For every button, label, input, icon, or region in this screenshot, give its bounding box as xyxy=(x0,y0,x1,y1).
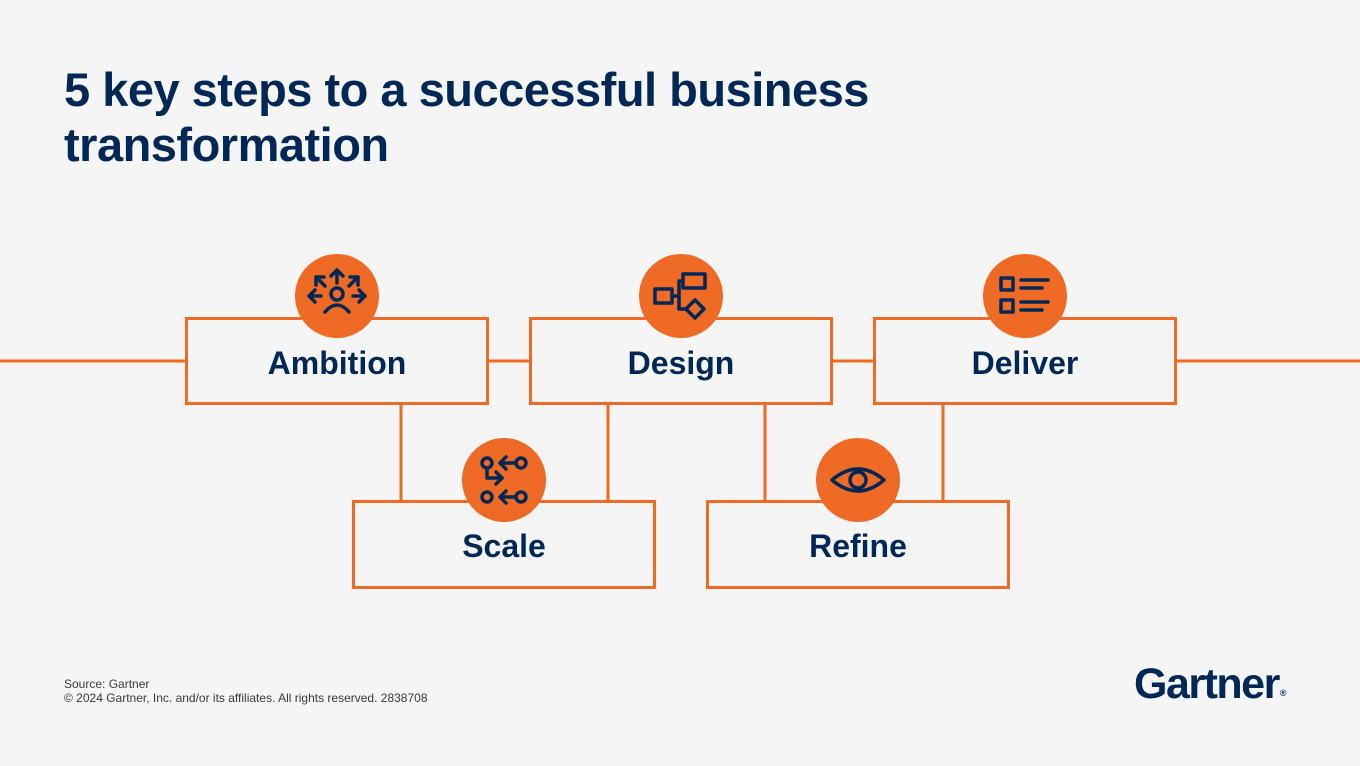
step-label-scale: Scale xyxy=(462,528,546,564)
step-label-deliver: Deliver xyxy=(971,344,1079,381)
source-note: Source: Gartner xyxy=(64,677,150,691)
badge-refine xyxy=(816,438,900,522)
eye-icon xyxy=(830,467,886,493)
flowchart-icon xyxy=(653,272,707,320)
logo-text: Gartner xyxy=(1134,660,1280,708)
step-box-deliver: Deliver xyxy=(873,317,1177,405)
step-label-ambition: Ambition xyxy=(267,344,407,381)
copyright-note: © 2024 Gartner, Inc. and/or its affiliat… xyxy=(64,691,428,705)
badge-ambition xyxy=(295,254,379,338)
footer: Source: Gartner © 2024 Gartner, Inc. and… xyxy=(64,677,428,705)
checklist-icon xyxy=(999,276,1050,314)
page-title: 5 key steps to a successful business tra… xyxy=(64,63,869,171)
badge-design xyxy=(639,254,723,338)
badge-scale xyxy=(462,438,546,522)
step-label-design: Design xyxy=(627,344,735,381)
step-box-ambition: Ambition xyxy=(185,317,489,405)
registered-mark: ® xyxy=(1279,688,1287,698)
gartner-logo: Gartner® xyxy=(1134,660,1286,709)
workflow-branch-icon xyxy=(480,455,528,505)
people-arrows-icon xyxy=(307,268,367,314)
badge-deliver xyxy=(983,254,1067,338)
step-label-refine: Refine xyxy=(809,528,907,564)
